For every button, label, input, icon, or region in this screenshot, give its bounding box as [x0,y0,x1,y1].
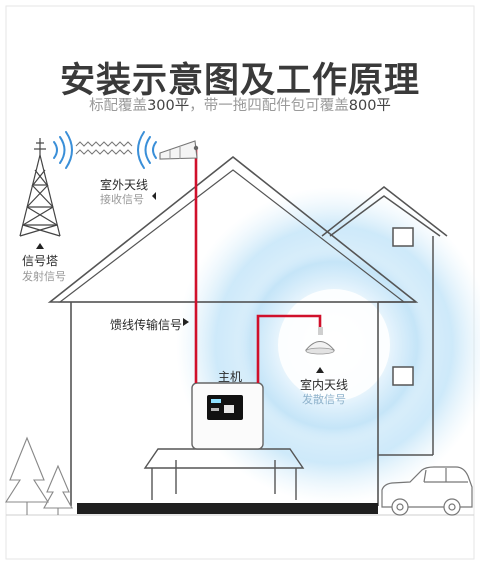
pointer-arrows [36,192,324,373]
subtitle-text-b: ，带一拖四配件包可覆盖 [189,98,349,114]
subtitle-value-a: 300平 [147,98,190,114]
feeder-cable [194,148,322,383]
page-subtitle: 标配覆盖300平，带一拖四配件包可覆盖800平 [0,94,480,115]
indoor-antenna-label: 室内天线 [300,378,349,392]
floor [77,503,378,514]
signal-waves [53,131,157,169]
tower-label: 信号塔 [22,254,59,268]
outdoor-antenna-sublabel: 接收信号 [100,193,144,206]
tree-icon [4,436,73,515]
outdoor-antenna-icon [159,140,199,160]
signal-tower-icon [19,138,61,237]
subtitle-value-b: 800平 [348,98,391,114]
house-main [47,155,419,506]
host-label: 主机 [218,370,243,384]
signal-zigzag [75,141,133,155]
car-icon [381,466,473,516]
tower-sublabel: 发射信号 [22,270,66,283]
outdoor-antenna-label: 室外天线 [100,178,149,192]
house-annex [321,186,448,456]
page-title: 安装示意图及工作原理 [59,61,420,101]
repeater-host-icon [191,382,264,450]
indoor-antenna-sublabel: 发散信号 [302,393,346,406]
indoor-antenna-icon [304,327,336,355]
feeder-label: 馈线传输信号 [110,318,183,332]
subtitle-text-a: 标配覆盖 [89,98,148,114]
